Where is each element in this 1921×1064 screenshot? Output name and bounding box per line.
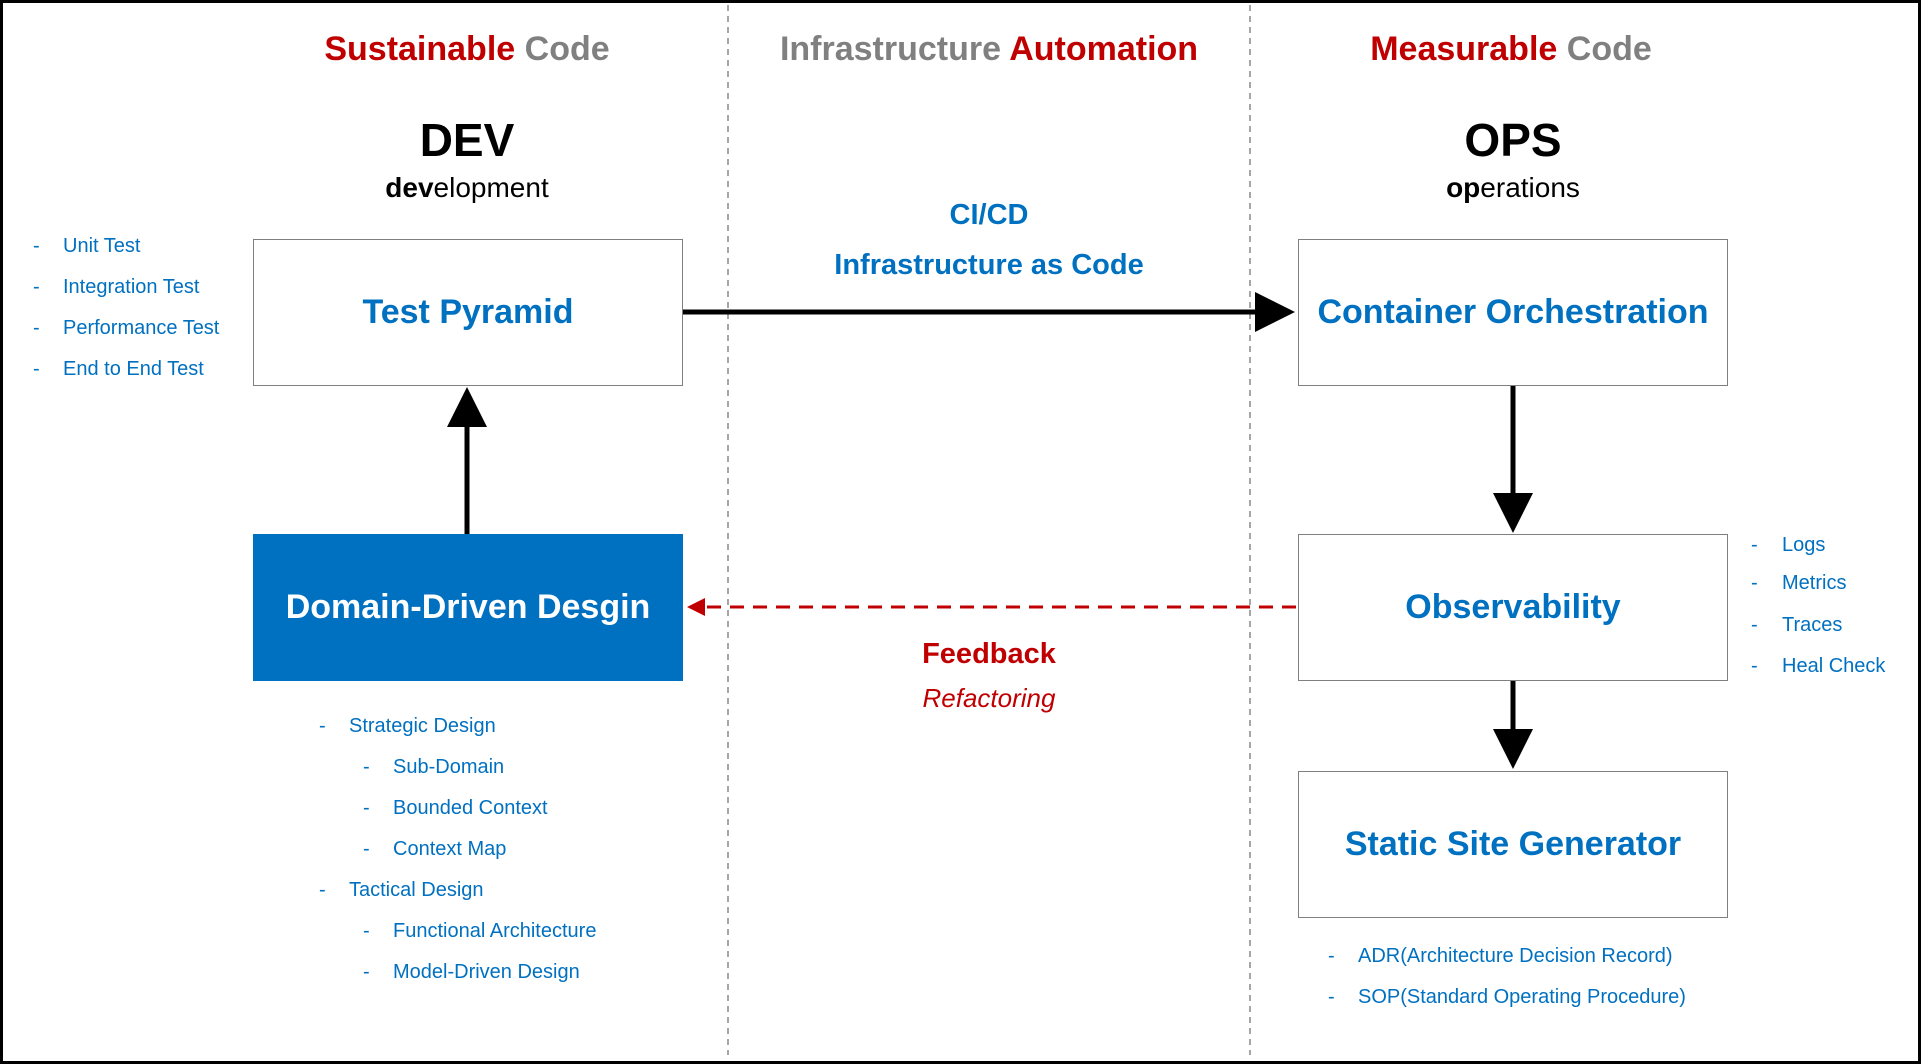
list-item: - SOP(Standard Operating Procedure)	[1328, 986, 1686, 1027]
list-item: - Unit Test	[33, 235, 219, 276]
bullet-dash: -	[319, 715, 326, 737]
list-item-text: Unit Test	[63, 235, 141, 257]
bullet-dash: -	[363, 797, 370, 819]
list-item: - Model-Driven Design	[319, 961, 596, 1002]
list-item: - Bounded Context	[319, 797, 596, 838]
column-title-middle: Infrastructure Automation	[739, 30, 1239, 69]
test-pyramid-label: Test Pyramid	[362, 293, 574, 331]
bullet-dash: -	[1751, 655, 1758, 677]
test-list: - Unit Test - Integration Test - Performanc…	[33, 235, 219, 399]
bullet-dash: -	[1328, 986, 1335, 1008]
ssg-box: Static Site Generator	[1298, 771, 1728, 918]
feedback-label: Feedback	[922, 638, 1056, 670]
list-item-text: Bounded Context	[393, 797, 548, 819]
ops-subheading-rest: erations	[1480, 172, 1580, 203]
list-item: - Integration Test	[33, 276, 219, 317]
bullet-dash: -	[33, 317, 40, 339]
list-item-text: Performance Test	[63, 317, 220, 339]
list-item: - Heal Check	[1751, 655, 1885, 696]
dev-subheading-bold: dev	[385, 172, 434, 203]
dev-heading: DEV	[419, 114, 515, 166]
refactoring-label: Refactoring	[922, 683, 1056, 713]
column-title-left-word2: Code	[524, 30, 610, 68]
container-orchestration-box: Container Orchestration	[1298, 239, 1728, 386]
column-title-middle-word1: Infrastructure	[779, 30, 1001, 68]
bullet-dash: -	[363, 838, 370, 860]
observability-box: Observability	[1298, 534, 1728, 681]
list-item: - Metrics	[1751, 572, 1885, 614]
column-title-middle-word2: Automation	[1009, 30, 1199, 68]
bullet-dash: -	[1751, 572, 1758, 594]
list-item: - Functional Architecture	[319, 920, 596, 961]
bullet-dash: -	[1751, 614, 1758, 636]
container-orchestration-label: Container Orchestration	[1317, 293, 1709, 331]
list-item-text: Traces	[1782, 614, 1843, 636]
bullet-dash: -	[1751, 534, 1758, 556]
list-item-text: Functional Architecture	[393, 920, 597, 942]
bullet-dash: -	[33, 276, 40, 298]
bullet-dash: -	[1328, 945, 1335, 967]
dev-subheading: development	[317, 172, 617, 204]
ops-subheading-bold: op	[1446, 172, 1481, 203]
list-item: - Tactical Design	[319, 879, 596, 920]
observability-list: - Logs - Metrics - Traces - Heal Check	[1751, 534, 1885, 696]
dev-subheading-rest: elopment	[433, 172, 549, 203]
list-item: - Performance Test	[33, 317, 219, 358]
list-item-text: End to End Test	[63, 358, 204, 380]
list-item-text: Tactical Design	[349, 879, 484, 901]
list-item-text: Integration Test	[63, 276, 200, 298]
list-item-text: Model-Driven Design	[393, 961, 580, 983]
test-pyramid-box: Test Pyramid	[253, 239, 683, 386]
bullet-dash: -	[319, 879, 326, 901]
list-item: - Logs	[1751, 534, 1885, 572]
ssg-label: Static Site Generator	[1344, 825, 1682, 863]
bullet-dash: -	[363, 756, 370, 778]
ops-subheading: operations	[1363, 172, 1663, 204]
column-title-right-word2: Code	[1566, 30, 1652, 68]
list-item: - Traces	[1751, 614, 1885, 655]
list-item: - Context Map	[319, 838, 596, 879]
ssg-list: - ADR(Architecture Decision Record) - SOP(…	[1328, 945, 1686, 1027]
cicd-label: CI/CD	[949, 199, 1029, 231]
list-item-text: Metrics	[1782, 572, 1847, 594]
observability-label: Observability	[1405, 588, 1621, 626]
column-title-right: Measurable Code	[1311, 30, 1711, 69]
bullet-dash: -	[33, 235, 40, 257]
list-item-text: Heal Check	[1782, 655, 1886, 677]
bullet-dash: -	[363, 920, 370, 942]
ddd-list: - Strategic Design - Sub-Domain - Bounded C…	[319, 715, 596, 1002]
list-item-text: ADR(Architecture Decision Record)	[1358, 945, 1673, 967]
column-title-right-word1: Measurable	[1370, 30, 1558, 68]
list-item-text: Strategic Design	[349, 715, 496, 737]
ddd-label: Domain-Driven Desgin	[285, 588, 651, 626]
bullet-dash: -	[363, 961, 370, 983]
bullet-dash: -	[33, 358, 40, 380]
ddd-box: Domain-Driven Desgin	[253, 534, 683, 681]
list-item: - End to End Test	[33, 358, 219, 399]
list-item-text: SOP(Standard Operating Procedure)	[1358, 986, 1686, 1008]
column-title-left-word1: Sustainable	[324, 30, 516, 68]
list-item-text: Context Map	[393, 838, 507, 860]
list-item: - Sub-Domain	[319, 756, 596, 797]
column-title-left: Sustainable Code	[267, 30, 667, 69]
iac-label: Infrastructure as Code	[834, 249, 1144, 281]
list-item-text: Logs	[1782, 534, 1826, 556]
list-item-text: Sub-Domain	[393, 756, 505, 778]
ops-heading: OPS	[1464, 114, 1562, 166]
list-item: - ADR(Architecture Decision Record)	[1328, 945, 1686, 986]
list-item: - Strategic Design	[319, 715, 596, 756]
